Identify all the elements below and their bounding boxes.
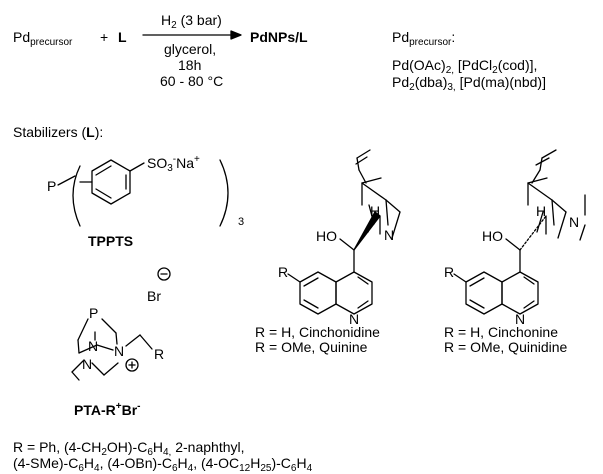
cinchona-right-hydrogen: H [536,203,547,219]
r-group-list-line2: (4-SMe)-C6H4, (4-OBn)-C6H4, (4-OC12H25)-… [13,455,313,474]
precursor-list-title: Pdprecursor: [392,29,456,48]
cinchona-right-quinoline-nitrogen: N [515,311,526,327]
cinchona-right-label-2: R = OMe, Quinidine [444,339,568,355]
reaction-condition-time: 18h [178,57,202,73]
tppts-name: TPPTS [88,233,134,249]
tppts-structure [57,159,229,227]
pta-r-group: R [154,346,165,362]
cinchona-right-bridge-nitrogen: N [569,214,580,230]
pta-nitrogen-2: N [114,343,125,359]
cinchona-left-label-1: R = H, Cinchonidine [255,324,380,340]
pta-bromide-counterion: Br [147,288,161,304]
stabilizers-title: Stabilizers (L): [13,124,104,140]
tppts-phosphorus-atom: P [47,178,57,194]
tppts-repeat-subscript: 3 [238,216,245,228]
r-group-list-line1: R = Ph, (4-CH2OH)-C6H4, 2-naphthyl, [13,439,245,458]
cinchona-left-bridge-nitrogen: N [384,227,395,243]
reaction-condition-solvent: glycerol, [164,41,217,57]
cinchona-left-structure [287,149,401,315]
ligand-reactant: L [118,29,127,45]
tppts-sulfonate-group: SO3-Na+ [147,154,200,174]
precursor-reactant: Pdprecursor [13,29,73,48]
reaction-condition-temperature: 60 - 80 °C [160,73,224,89]
cinchona-left-r-group: R [278,264,289,280]
pta-nitrogen-1: N [88,338,99,354]
pta-nitrogen-3: N [82,356,93,372]
reaction-conditions-above: H2 (3 bar) [161,12,222,31]
precursor-list-line2: Pd2(dba)3, [Pd(ma)(nbd)] [392,74,546,93]
cinchona-right-structure [453,149,586,315]
precursor-list-line1: Pd(OAc)2, [PdCl2(cod)], [392,57,538,76]
plus-sign: + [100,29,109,45]
cinchona-right-hydroxyl: HO [482,228,503,244]
cinchona-left-hydroxyl: HO [316,228,337,244]
pta-name: PTA-R+Br- [74,401,141,419]
cinchona-right-label-1: R = H, Cinchonine [444,324,559,340]
cinchona-left-hydrogen: H [370,203,381,219]
reaction-arrowhead [230,30,242,40]
cinchona-left-label-2: R = OMe, Quinine [255,339,368,355]
pta-phosphorus-atom: P [89,305,99,321]
cinchona-left-quinoline-nitrogen: N [349,311,360,327]
product: PdNPs/L [250,29,308,45]
cinchona-right-r-group: R [444,264,455,280]
pta-structure [71,267,171,381]
